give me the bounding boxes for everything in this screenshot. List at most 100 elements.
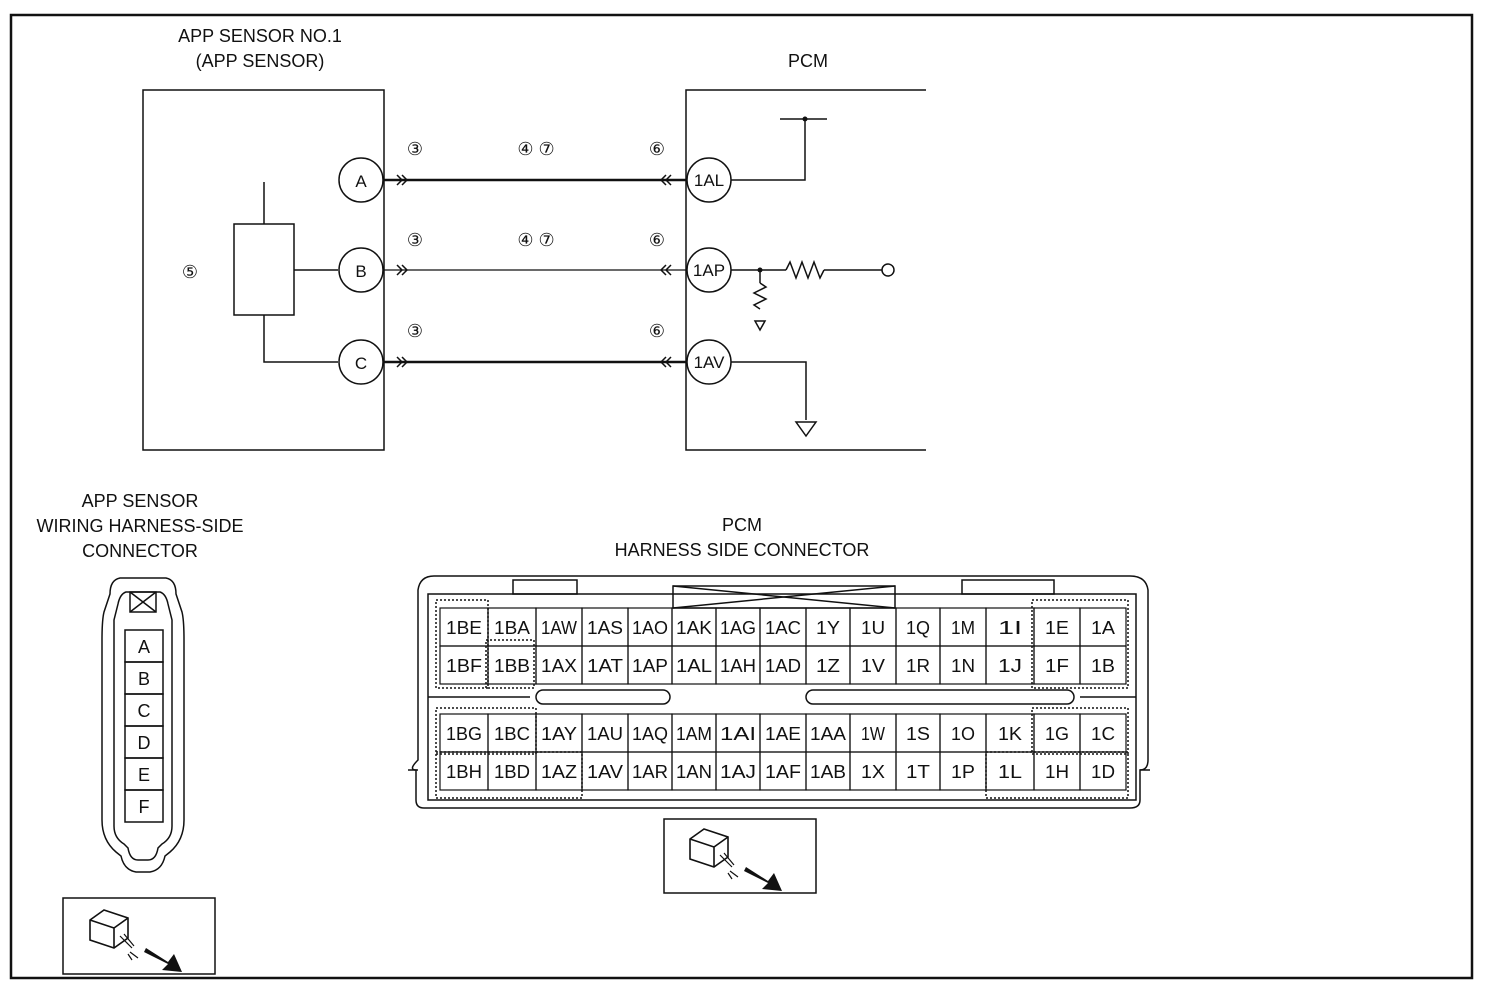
pcm-pin-label: 1AB — [810, 762, 846, 782]
sensor-pin-a: A — [338, 157, 384, 203]
pcm-pin-label: 1BB — [494, 656, 530, 676]
pcm-pin-label: 1W — [861, 724, 885, 744]
pcm-pin-label: 1X — [861, 762, 885, 782]
pcm-pin-label: 1AX — [541, 656, 577, 676]
reference-terminal-symbol — [881, 263, 895, 277]
app-pin-label: E — [138, 765, 150, 785]
pcm-pin-label: 1K — [998, 724, 1022, 744]
pcm-connector-title-line1: PCM — [722, 515, 762, 535]
pcm-pin-label: 1BH — [446, 762, 482, 782]
pcm-pin-label: 1C — [1091, 724, 1115, 744]
pcm-pin-label: 1AO — [632, 618, 668, 638]
pcm-connector-view-icon — [663, 818, 817, 894]
app-connector-view-icon — [62, 897, 216, 975]
pcm-pin-1ap: 1AP — [686, 247, 732, 293]
app-connector-title-line3: CONNECTOR — [82, 541, 198, 561]
pcm-pin-label: 1AJ — [720, 762, 756, 782]
pcm-pin-label: 1BD — [494, 762, 530, 782]
marker-row1-left: ③ — [407, 139, 423, 159]
app-pin-label: F — [139, 797, 150, 817]
pcm-pin-label: 1I — [998, 618, 1022, 638]
pcm-pin-label: 1B — [1091, 656, 1115, 676]
sensor-title-line2: (APP SENSOR) — [196, 51, 325, 71]
pcm-pin-label: 1AW — [541, 618, 577, 638]
connector-view-arrow-icon — [89, 909, 182, 972]
pcm-pin-label: 1AI — [720, 724, 756, 744]
pcm-pin-label: 1AS — [587, 618, 623, 638]
marker-row3-left: ③ — [407, 321, 423, 341]
pcm-pin-label: 1AZ — [541, 762, 577, 782]
connector-view-arrow-icon — [689, 828, 782, 891]
pcm-pin-label: 1Y — [816, 618, 840, 638]
pcm-pin-label: 1M — [951, 618, 975, 638]
pcm-pin-label: 1BC — [494, 724, 530, 744]
pcm-pin-1av: 1AV — [686, 339, 732, 385]
diagram-frame — [9, 13, 1474, 980]
pcm-pin-label: 1AH — [720, 656, 756, 676]
pcm-pin-label: 1G — [1045, 724, 1069, 744]
pcm-pin-label: 1AE — [765, 724, 801, 744]
marker-row2-left: ③ — [407, 230, 423, 250]
pcm-pin-label: 1F — [1045, 656, 1069, 676]
app-pin-cell — [124, 789, 164, 823]
pcm-pin-label: 1Q — [906, 618, 930, 638]
app-connector-body — [101, 577, 185, 873]
app-pin-label: A — [138, 637, 150, 657]
pcm-pin-label: 1AA — [810, 724, 846, 744]
pcm-pin-label: 1AU — [587, 724, 623, 744]
pcm-pin-label: 1AF — [765, 762, 801, 782]
app-pin-label: C — [138, 701, 151, 721]
pcm-pin-label: 1AQ — [632, 724, 668, 744]
pcm-pin-label: 1AY — [541, 724, 577, 744]
pcm-pin-label: 1AR — [632, 762, 668, 782]
potentiometer-symbol — [233, 223, 295, 316]
pcm-pin-label: 1AP — [632, 656, 668, 676]
pcm-pin-label: 1L — [998, 762, 1022, 782]
pcm-pin-label: 1T — [906, 762, 930, 782]
pcm-pin-cell — [1079, 645, 1127, 685]
pcm-pin-label: 1AG — [720, 618, 756, 638]
connector-chevrons — [396, 174, 672, 368]
pcm-pin-label: 1P — [951, 762, 975, 782]
sensor-pin-b: B — [338, 247, 384, 293]
pcm-pin-1ap-label: 1AP — [693, 261, 725, 280]
sensor-pin-c: C — [338, 339, 384, 385]
pcm-pin-label: 1J — [998, 656, 1022, 676]
pcm-pin-label: 1N — [951, 656, 975, 676]
pcm-pin-label: 1S — [906, 724, 930, 744]
pcm-connector-title-line2: HARNESS SIDE CONNECTOR — [615, 540, 870, 560]
app-pin-label: D — [138, 733, 151, 753]
sensor-marker: ⑤ — [182, 262, 198, 282]
sensor-pin-c-label: C — [355, 354, 367, 373]
marker-row2-right: ⑥ — [649, 230, 665, 250]
pcm-pin-label: 1BF — [446, 656, 482, 676]
pcm-pin-label: 1U — [861, 618, 885, 638]
sensor-box — [142, 89, 385, 451]
marker-row1-mid: ④ ⑦ — [517, 139, 554, 159]
pcm-pin-1al: 1AL — [686, 157, 732, 203]
pcm-pin-label: 1R — [906, 656, 930, 676]
pcm-connector-body — [408, 575, 1150, 809]
pcm-pin-label: 1H — [1045, 762, 1069, 782]
pcm-pin-1al-label: 1AL — [694, 171, 724, 190]
pulldown-resistor-symbol — [752, 282, 768, 310]
pcm-pin-label: 1AC — [765, 618, 801, 638]
pcm-pin-label: 1BE — [446, 618, 482, 638]
pcm-pin-label: 1A — [1091, 618, 1115, 638]
ground-small-symbol — [753, 320, 767, 332]
sensor-title-line1: APP SENSOR NO.1 — [178, 26, 342, 46]
sensor-pin-a-label: A — [355, 172, 367, 191]
pcm-pin-label: 1BG — [446, 724, 482, 744]
ground-symbol — [794, 421, 818, 438]
pcm-pin-label: 1AN — [676, 762, 712, 782]
pcm-pin-cell — [1079, 751, 1127, 791]
pcm-pin-label: 1O — [951, 724, 975, 744]
app-connector-title-line2: WIRING HARNESS-SIDE — [36, 516, 243, 536]
pcm-pin-label: 1E — [1045, 618, 1069, 638]
pcm-pin-label: 1V — [861, 656, 885, 676]
pcm-pin-label: 1AD — [765, 656, 801, 676]
pcm-pin-label: 1BA — [494, 618, 530, 638]
